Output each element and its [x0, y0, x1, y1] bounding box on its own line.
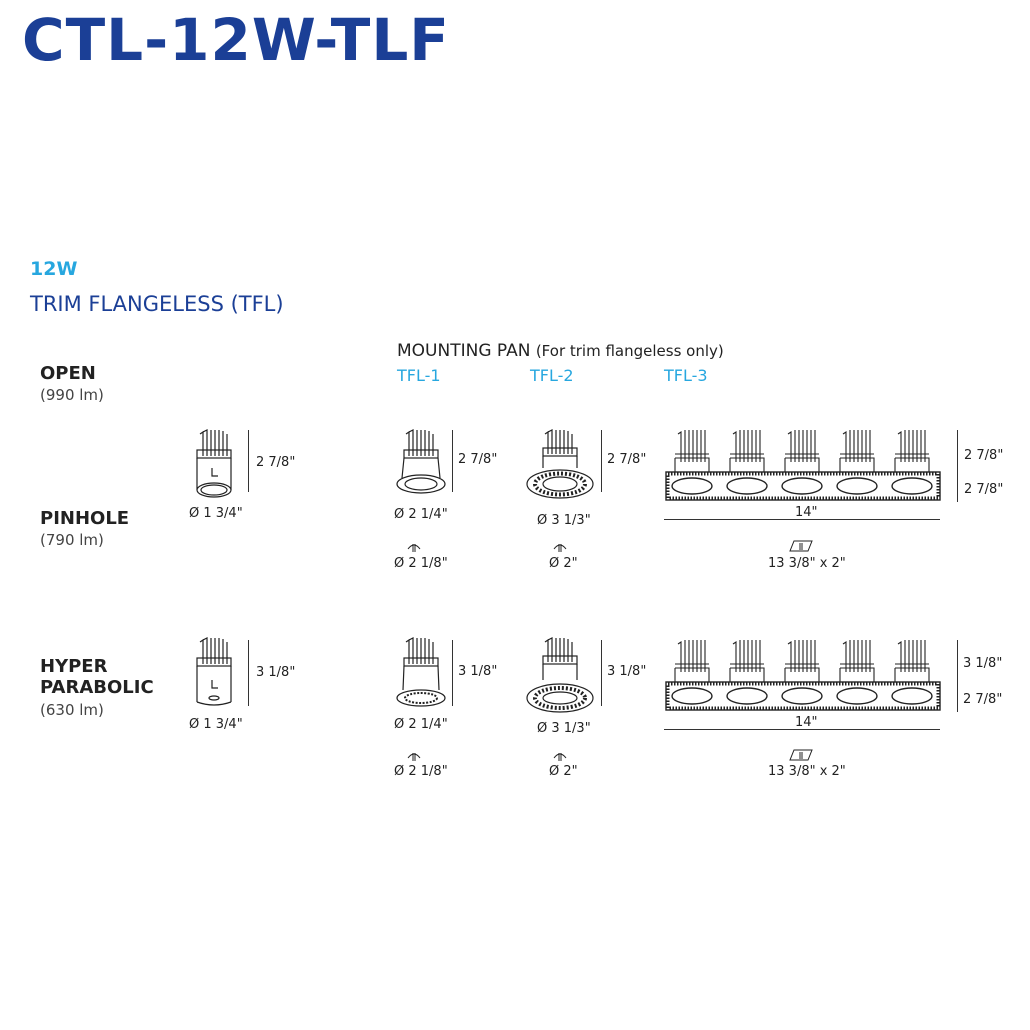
tfl-3-head-icon: [894, 430, 930, 472]
dim-tfl2-cutout-bottom: Ø 2": [549, 764, 578, 779]
tfl-3-lens-hole: [836, 687, 878, 705]
tfl-3-head-icon: [674, 640, 710, 682]
dim-tfl2-diameter-top: Ø 3 1/3": [537, 513, 591, 528]
tfl-3-lens-hole: [781, 477, 823, 495]
tfl-3-head-icon: [729, 640, 765, 682]
tfl-3-lens-hole: [726, 687, 768, 705]
dim-line: [664, 729, 940, 730]
dim-line: [601, 430, 602, 492]
dim-line: [664, 519, 940, 520]
tfl-3-head-icon: [894, 640, 930, 682]
dim-line: [601, 640, 602, 706]
tfl-3-head-icon: [674, 430, 710, 472]
dim-tfl1-cutout-bottom: Ø 2 1/8": [394, 764, 448, 779]
page-title: CTL-12W-TLF: [22, 6, 450, 74]
dim-tfl2-height-top: 2 7/8": [607, 452, 647, 467]
dim-tfl3-cutout-top: 13 3/8" x 2": [768, 556, 846, 571]
dim-tfl3-height2-bottom: 2 7/8": [963, 692, 1003, 707]
dim-line: [957, 640, 958, 712]
tfl-2-fixture-icon: [526, 429, 594, 499]
round-cutout-icon: [553, 753, 567, 761]
dim-tfl1-diameter-top: Ø 2 1/4": [394, 507, 448, 522]
dim-tfl1-height-bottom: 3 1/8": [458, 664, 498, 679]
tfl-3-fixture-icon: [665, 640, 941, 711]
round-cutout-icon: [407, 544, 421, 552]
dim-line: [248, 430, 249, 492]
tfl-1-fixture-icon: [396, 637, 446, 707]
dim-tfl3-height2-top: 2 7/8": [964, 482, 1004, 497]
dim-base-height-top: 2 7/8": [256, 455, 296, 470]
dim-tfl2-diameter-bottom: Ø 3 1/3": [537, 721, 591, 736]
dim-line: [248, 640, 249, 706]
tfl-3-lens-hole: [781, 687, 823, 705]
dim-base-height-bottom: 3 1/8": [256, 665, 296, 680]
tfl-3-lens-hole: [726, 477, 768, 495]
tfl-3-label: TFL-3: [664, 366, 708, 385]
tfl-1-label: TFL-1: [397, 366, 441, 385]
dim-tfl1-diameter-bottom: Ø 2 1/4": [394, 717, 448, 732]
tfl-1-fixture-icon: [396, 429, 446, 494]
dim-tfl3-height1-bottom: 3 1/8": [963, 656, 1003, 671]
tfl-3-head-icon: [729, 430, 765, 472]
row-label-parabolic: PARABOLIC: [40, 677, 154, 698]
tfl-3-lens-hole: [671, 477, 713, 495]
tfl-3-head-icon: [839, 640, 875, 682]
wattage-label: 12W: [30, 258, 78, 280]
tfl-3-head-icon: [839, 430, 875, 472]
dim-base-diameter-top: Ø 1 3/4": [189, 506, 243, 521]
tfl-3-lens-hole: [891, 687, 933, 705]
dim-base-diameter-bottom: Ø 1 3/4": [189, 717, 243, 732]
tfl-3-lens-hole: [671, 687, 713, 705]
row-label-pinhole: PINHOLE: [40, 508, 130, 529]
dim-line: [452, 640, 453, 706]
dim-tfl2-cutout-top: Ø 2": [549, 556, 578, 571]
dim-tfl2-height-bottom: 3 1/8": [607, 664, 647, 679]
tfl-2-fixture-icon: [526, 637, 594, 713]
dim-tfl1-height-top: 2 7/8": [458, 452, 498, 467]
mounting-pan-title: MOUNTING PAN: [397, 341, 531, 361]
tfl-3-fixture-icon: [665, 430, 941, 501]
dim-tfl3-height1-top: 2 7/8": [964, 448, 1004, 463]
tfl-2-label: TFL-2: [530, 366, 574, 385]
downlight-base-icon: [196, 429, 232, 498]
row-lumens-hyper-parabolic: (630 lm): [40, 701, 104, 719]
row-lumens-pinhole: (790 lm): [40, 531, 104, 549]
tfl-3-lens-hole: [891, 477, 933, 495]
section-subtitle: TRIM FLANGELESS (TFL): [30, 292, 284, 316]
dim-tfl3-cutout-bottom: 13 3/8" x 2": [768, 764, 846, 779]
mounting-pan-heading: MOUNTING PAN (For trim flangeless only): [397, 341, 724, 361]
downlight-hyper-icon: [196, 637, 232, 706]
row-label-hyper: HYPER: [40, 656, 108, 677]
mounting-pan-note: (For trim flangeless only): [535, 342, 724, 360]
round-cutout-icon: [553, 544, 567, 552]
dim-line: [452, 430, 453, 492]
row-lumens-open: (990 lm): [40, 386, 104, 404]
round-cutout-icon: [407, 753, 421, 761]
dim-tfl3-length-bottom: 14": [795, 715, 818, 730]
dim-tfl1-cutout-top: Ø 2 1/8": [394, 556, 448, 571]
rect-cutout-icon: [789, 540, 813, 552]
row-label-open: OPEN: [40, 363, 96, 384]
dim-tfl3-length-top: 14": [795, 505, 818, 520]
tfl-3-head-icon: [784, 430, 820, 472]
tfl-3-head-icon: [784, 640, 820, 682]
dim-line: [957, 430, 958, 502]
tfl-3-lens-hole: [836, 477, 878, 495]
rect-cutout-icon: [789, 749, 813, 761]
